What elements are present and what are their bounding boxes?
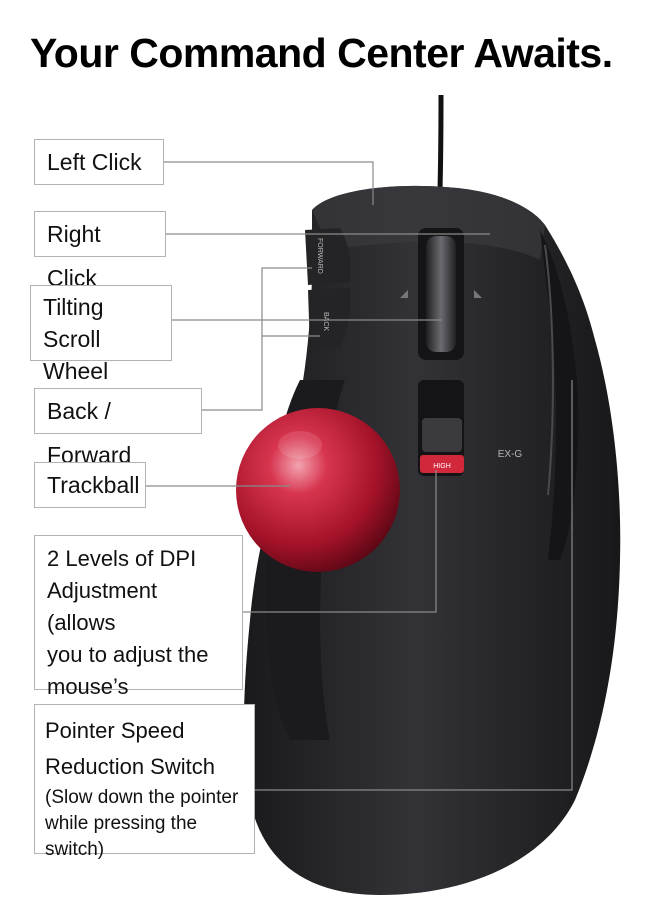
callout-dpi-line-2: Adjustment (allows bbox=[47, 578, 158, 635]
back-button bbox=[308, 288, 351, 350]
leader-back-forward bbox=[201, 267, 312, 411]
dpi-high-label: HIGH bbox=[433, 463, 451, 470]
callout-trackball: Trackball bbox=[34, 462, 146, 508]
model-label: EX-G bbox=[498, 449, 523, 460]
callout-pointer-subline-2: while pressing the switch) bbox=[45, 813, 198, 860]
side-grip bbox=[540, 230, 579, 560]
callout-trackball-line-1: Trackball bbox=[47, 472, 140, 498]
cable bbox=[437, 94, 444, 191]
callout-scroll-line-2: Wheel bbox=[43, 358, 109, 384]
leader-pointer-switch bbox=[255, 380, 573, 791]
dpi-indicator bbox=[420, 455, 464, 473]
forward-label: FORWARD bbox=[316, 238, 323, 274]
callout-pointer-line-1: Pointer Speed bbox=[45, 718, 185, 743]
callout-dpi-line-1: 2 Levels of DPI bbox=[47, 546, 197, 571]
forward-button bbox=[305, 228, 351, 285]
callout-right-click: Right Click bbox=[34, 211, 166, 291]
mouse-body bbox=[243, 185, 621, 895]
leader-lines bbox=[145, 161, 573, 791]
dpi-switch bbox=[422, 418, 462, 452]
buttons-shell bbox=[312, 185, 545, 260]
back-label: BACK bbox=[322, 312, 329, 331]
leader-left-click bbox=[163, 161, 374, 205]
callout-pointer-subline-1: (Slow down the pointer bbox=[45, 787, 239, 808]
trackball bbox=[236, 408, 400, 572]
callout-tilting-scroll-wheel: Tilting Scroll Wheel bbox=[30, 285, 172, 384]
scroll-wheel bbox=[426, 236, 456, 352]
leader-dpi bbox=[242, 470, 437, 613]
callout-back-forward: Back / Forward bbox=[34, 388, 202, 468]
callout-pointer-speed-switch: Pointer Speed Reduction Switch (Slow dow… bbox=[34, 704, 255, 860]
callout-left-click-line-1: Left Click bbox=[47, 149, 142, 175]
callout-left-click: Left Click bbox=[34, 139, 164, 185]
callout-pointer-line-2: Reduction Switch bbox=[45, 754, 215, 779]
callout-dpi-adjustment: 2 Levels of DPI Adjustment (allows you t… bbox=[34, 535, 243, 731]
headline: Your Command Center Awaits. bbox=[30, 30, 613, 76]
callout-dpi-line-3: you to adjust the bbox=[47, 642, 209, 667]
callout-scroll-line-1: Tilting Scroll bbox=[43, 294, 104, 352]
